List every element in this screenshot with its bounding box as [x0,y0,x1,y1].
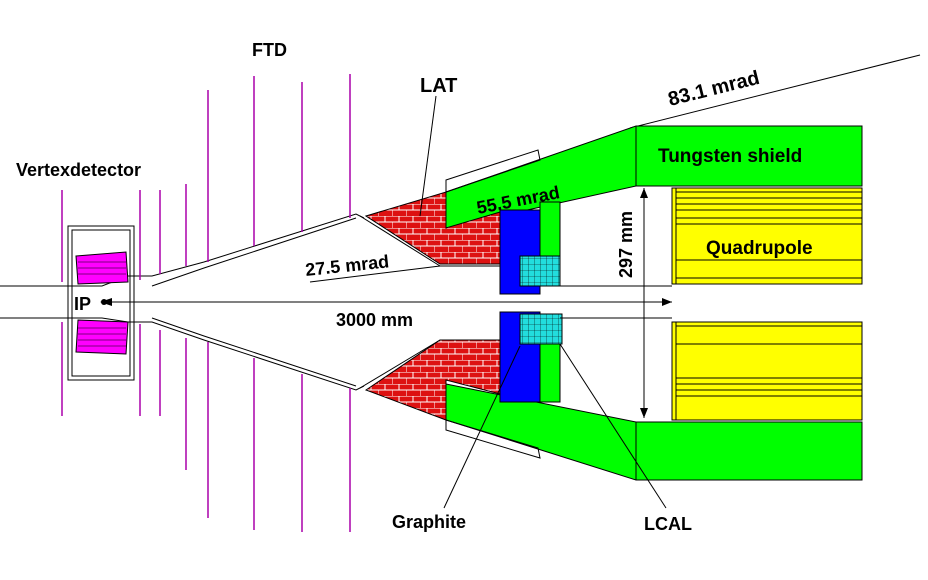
label-3000-mm: 3000 mm [336,310,413,330]
quadrupole-upper [671,187,863,285]
lat-upper [364,191,501,265]
vertex-frame-inner [71,229,131,377]
line-83-mrad [629,54,921,129]
lat-pointer [419,95,437,217]
graphite-pointer [443,345,521,509]
quadrupole-upper-lines [675,188,862,284]
label-tungsten-shield: Tungsten shield [658,146,802,167]
line-27-mrad [309,265,441,283]
label-vertexdetector: Vertexdetector [16,160,141,180]
ftd-disks [61,74,351,532]
shield-outline-lower [445,419,541,459]
vertex-frame [67,225,135,381]
label-297-mm: 297 mm [616,211,636,278]
ip-point [101,299,107,305]
dim-3000-arrow [662,298,672,306]
quadrupole-lower-lines [675,322,862,420]
quadrupole-lower [671,321,863,421]
dim-297-arrow-bottom [640,408,648,418]
label-lcal: LCAL [644,514,692,534]
label-27-mrad: 27.5 mrad [304,251,390,280]
label-83-mrad: 83.1 mrad [666,67,762,111]
beam-pipe [0,213,672,391]
lcal-lower [519,313,563,345]
lcal-upper [519,255,561,287]
label-quadrupole: Quadrupole [706,238,813,259]
dim-297-arrow-top [640,188,648,198]
vertex-layers [78,261,126,347]
label-ftd: FTD [252,40,287,60]
vertex-lower [75,319,129,355]
label-lat: LAT [420,75,457,97]
label-graphite: Graphite [392,512,466,532]
shield-outline-upper [445,149,541,193]
label-ip: IP [74,294,91,314]
lcal-pointer [559,343,667,509]
